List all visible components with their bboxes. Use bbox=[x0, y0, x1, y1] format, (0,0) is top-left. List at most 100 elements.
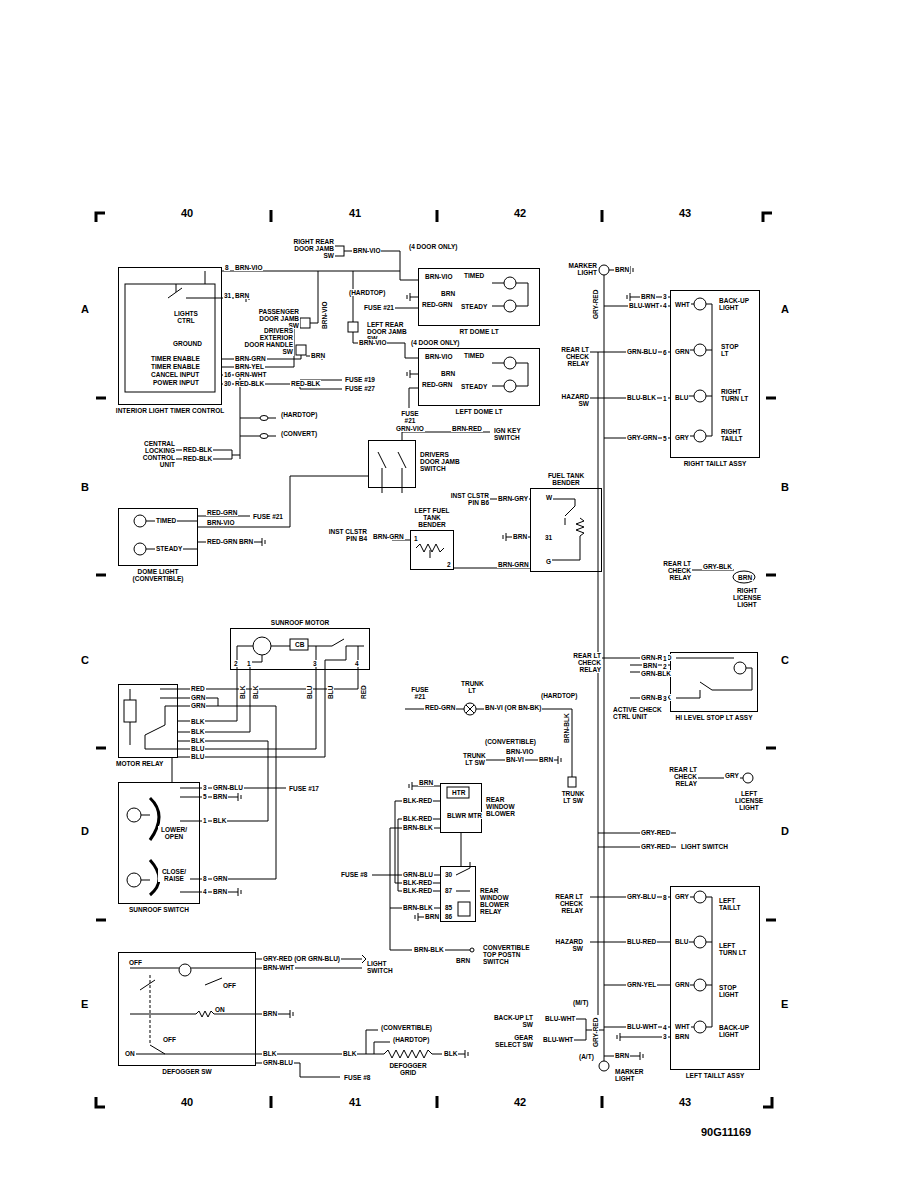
wire-label: 31 bbox=[223, 292, 232, 299]
wiring-line bbox=[492, 283, 528, 306]
wire-label: STEADY bbox=[155, 545, 183, 552]
wiring-line bbox=[415, 913, 440, 921]
wiring-line bbox=[470, 948, 474, 952]
wiring-line bbox=[300, 318, 310, 328]
wire-label: LIGHTS CTRL bbox=[168, 310, 204, 324]
grid-reference: D bbox=[80, 825, 90, 837]
wire-label: GRN bbox=[190, 702, 206, 709]
wire-label: ON bbox=[124, 1050, 136, 1057]
wire-label: BRN bbox=[310, 352, 326, 359]
wire-label: GRY-RED bbox=[592, 1017, 599, 1048]
drawing-number: 90G11169 bbox=[700, 1126, 752, 1138]
wire-label: GRN bbox=[674, 348, 690, 355]
wire-label: GRN-BLU bbox=[262, 1059, 294, 1066]
grid-reference: C bbox=[780, 654, 790, 666]
wire-label: STOP LIGHT bbox=[718, 984, 746, 998]
wire-label: RED bbox=[190, 685, 206, 692]
wire-label: BRN-GRN bbox=[234, 355, 267, 362]
component-name: DRIVERS DOOR JAMB SWITCH bbox=[419, 451, 465, 472]
component-box: DRIVERS DOOR JAMB SWITCH bbox=[368, 440, 416, 488]
wire-label: BLK bbox=[212, 817, 227, 824]
wire-label: FUSE #17 bbox=[288, 785, 320, 792]
wiring-line bbox=[96, 398, 776, 920]
wire-label: RIGHT TURN LT bbox=[720, 388, 754, 402]
grid-reference: 40 bbox=[180, 207, 194, 219]
wire-label: GRN bbox=[212, 875, 228, 882]
component-box: MOTOR RELAY bbox=[118, 684, 178, 758]
wire-label: GRN-BLU bbox=[212, 784, 244, 791]
wire-label: (HARDTOP) bbox=[540, 692, 578, 699]
wire-label: BRN-VIO bbox=[352, 247, 381, 254]
wire-label: 8 bbox=[662, 894, 668, 901]
component-name: SUNROOF MOTOR bbox=[270, 619, 330, 626]
wiring-line bbox=[492, 363, 528, 386]
wire-label: BLU bbox=[306, 685, 313, 700]
wire-label: WHT bbox=[674, 1023, 691, 1030]
wiring-line bbox=[334, 246, 344, 256]
wiring-line bbox=[130, 689, 178, 749]
component-name: RIGHT TAILLT ASSY bbox=[683, 460, 748, 467]
wiring-line bbox=[743, 773, 753, 783]
component-name: MOTOR RELAY bbox=[115, 760, 164, 767]
wire-label: BLK bbox=[443, 1050, 458, 1057]
wiring-line bbox=[568, 777, 576, 787]
wire-label: HTR bbox=[451, 789, 466, 796]
wire-label: FUSE #19 bbox=[344, 376, 376, 383]
wire-label: 1 bbox=[413, 535, 419, 542]
wire-label: BRN bbox=[440, 290, 456, 297]
wire-label: OFF bbox=[222, 982, 237, 989]
grid-reference: 41 bbox=[348, 1096, 362, 1108]
wire-label: BRN bbox=[538, 756, 554, 763]
wire-label: BRN-VIO bbox=[424, 353, 453, 360]
grid-reference: 42 bbox=[513, 207, 527, 219]
wire-label: BLK-RED bbox=[402, 797, 433, 804]
wiring-line bbox=[178, 669, 358, 879]
wire-label: BACK-UP LIGHT bbox=[718, 1024, 756, 1038]
wire-label: RED-GRN bbox=[421, 301, 453, 308]
wire-label: BRN bbox=[642, 662, 658, 669]
wire-label: 3 bbox=[662, 1033, 668, 1040]
wiring-line bbox=[141, 788, 200, 892]
wire-label: FUSE #21 bbox=[398, 410, 422, 424]
wire-label: LIGHT SWITCH bbox=[680, 843, 729, 850]
wiring-line bbox=[222, 271, 318, 367]
grid-reference: D bbox=[780, 825, 790, 837]
wiring-line bbox=[488, 499, 584, 560]
wire-label: BLU-WHT bbox=[626, 1023, 658, 1030]
wire-label: 31 bbox=[544, 534, 553, 541]
wire-label: POWER INPUT bbox=[152, 379, 200, 386]
wire-label: WHT bbox=[674, 301, 691, 308]
wire-label: FUSE #8 bbox=[340, 871, 368, 878]
component-name: INTERIOR LIGHT TIMER CONTROL bbox=[115, 407, 225, 414]
wire-label: BLU-WHT bbox=[542, 1036, 574, 1043]
wire-label: BRN-BLK bbox=[402, 904, 434, 911]
wire-label: BRN bbox=[424, 913, 440, 920]
wire-label: BACK-UP LT SW bbox=[492, 1014, 534, 1028]
grid-reference: B bbox=[80, 481, 90, 493]
wire-connector bbox=[172, 758, 173, 782]
wiring-line bbox=[680, 304, 712, 436]
wiring-line bbox=[734, 662, 746, 674]
wire-connector bbox=[461, 833, 462, 866]
component-name: HI LEVEL STOP LT ASSY bbox=[675, 714, 754, 721]
wire-label: REAR LT CHECK RELAY bbox=[556, 346, 590, 367]
wire-label: 30 bbox=[223, 380, 232, 387]
wire-label: GRY bbox=[674, 434, 690, 441]
wire-label: TRUNK LT bbox=[460, 680, 484, 694]
wiring-line bbox=[392, 540, 530, 568]
wire-label: MARKER LIGHT bbox=[566, 262, 598, 276]
grid-reference: 41 bbox=[348, 207, 362, 219]
wiring-line bbox=[694, 344, 706, 356]
wire-label: GRY-GRN bbox=[626, 434, 658, 441]
wiring-line bbox=[256, 1030, 390, 1077]
wire-label: 5 bbox=[202, 793, 208, 800]
wire-label: BRN-VIO bbox=[206, 519, 235, 526]
wiring-line bbox=[168, 271, 222, 298]
wiring-line bbox=[256, 955, 366, 1018]
component-box: HI LEVEL STOP LT ASSY bbox=[670, 652, 758, 712]
wire-label: BRN-BLK bbox=[402, 824, 434, 831]
wire-label: OFF bbox=[128, 959, 143, 966]
component-name: REAR WINDOW BLOWER RELAY bbox=[479, 887, 525, 916]
wire-label: HAZARD SW bbox=[550, 938, 584, 952]
wiring-line bbox=[290, 639, 308, 650]
